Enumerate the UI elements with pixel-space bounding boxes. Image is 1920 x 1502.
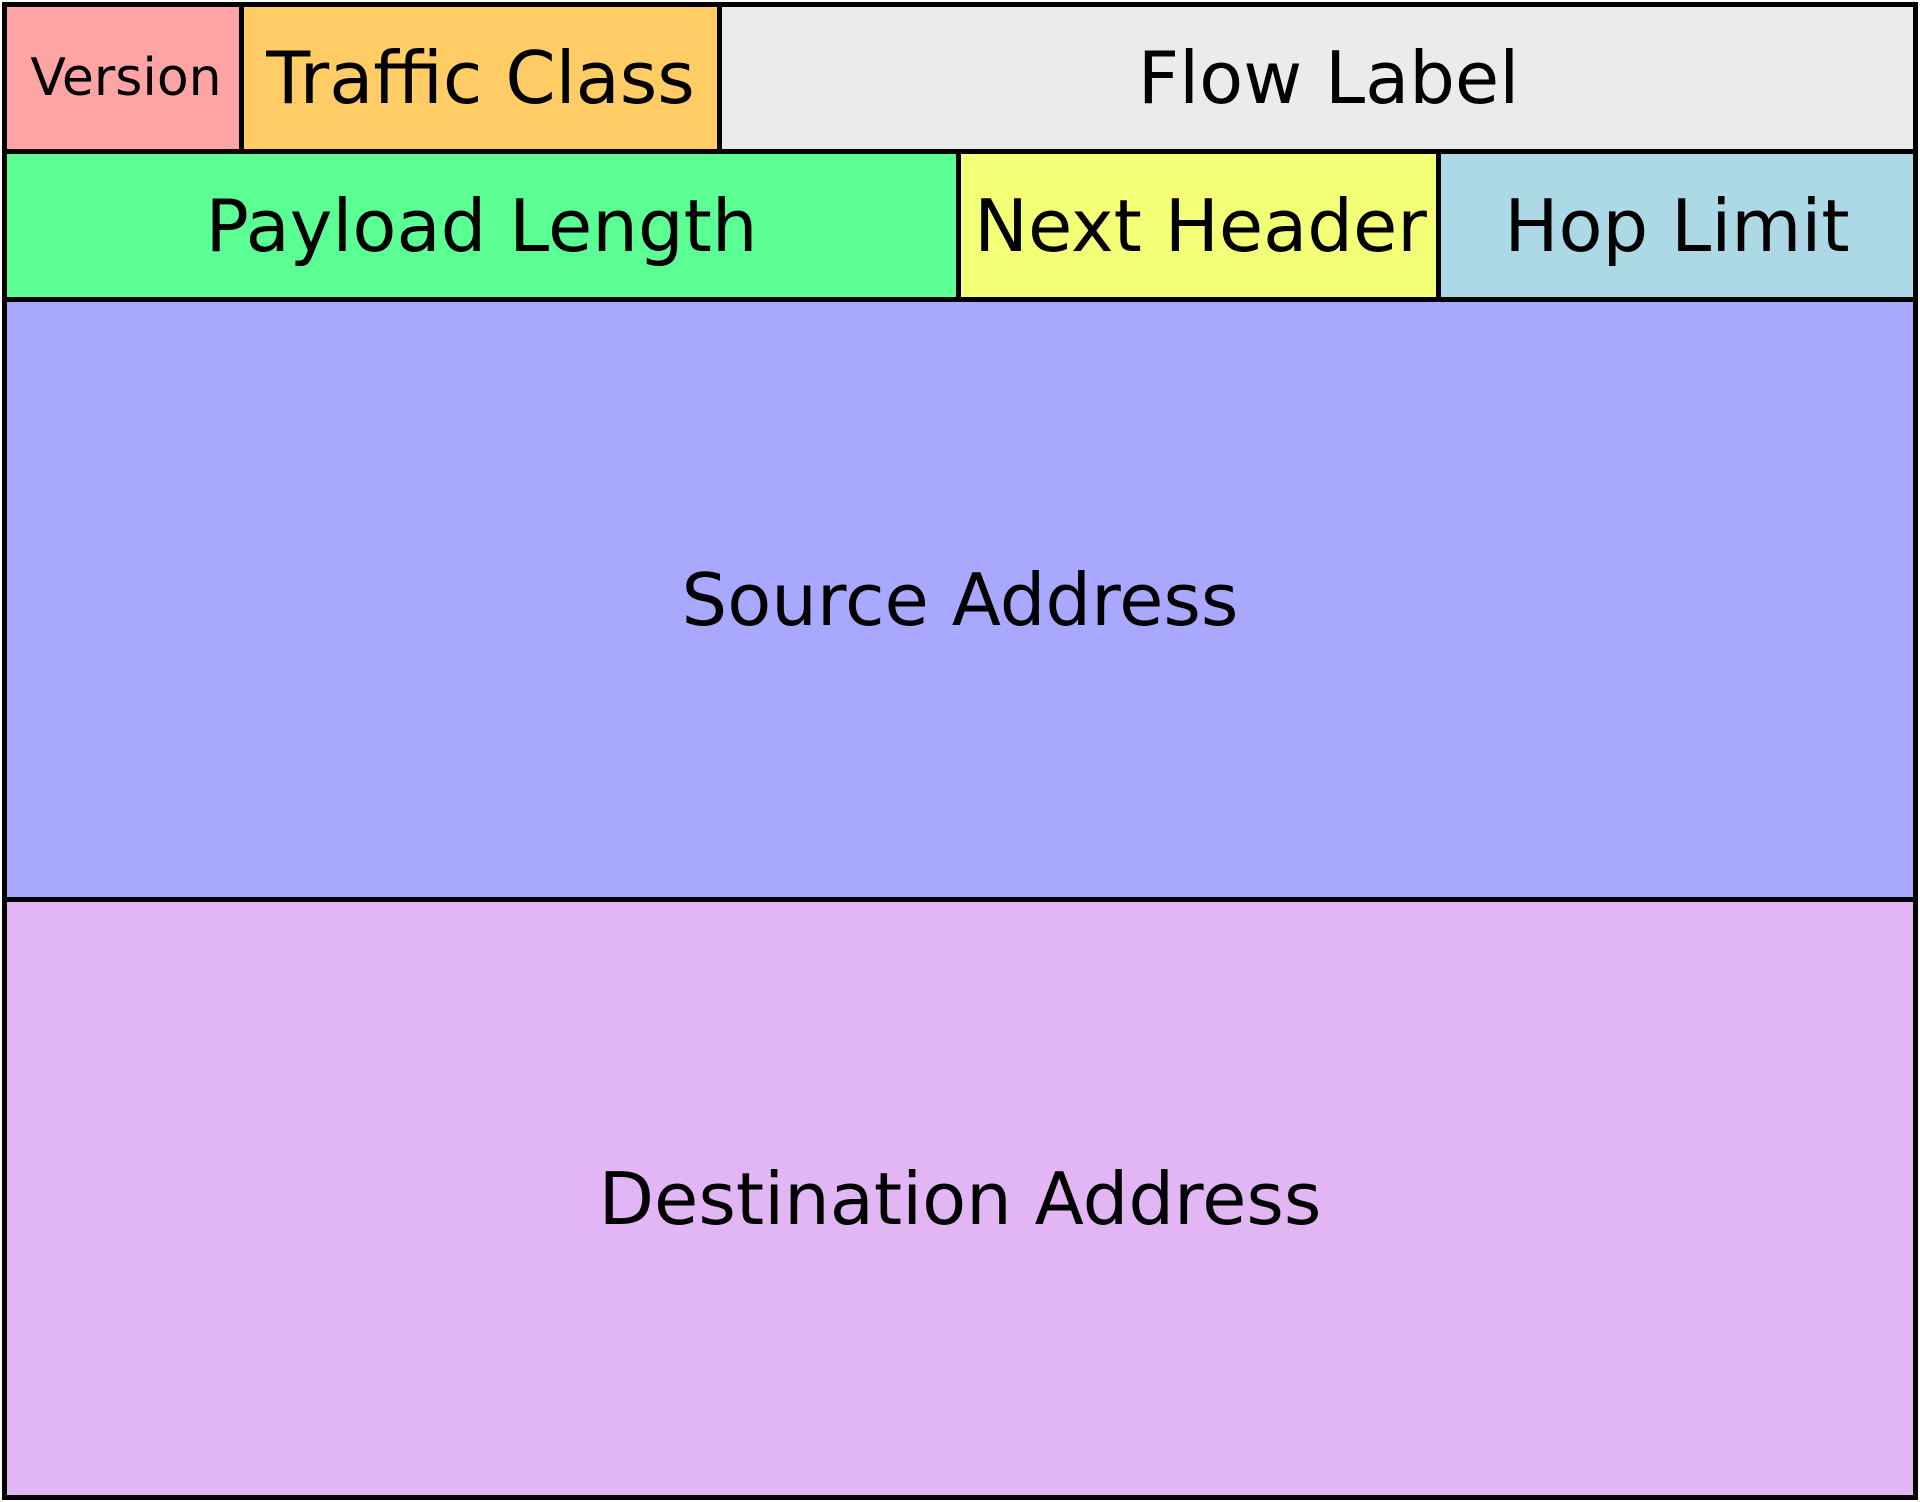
flow-label-field: Flow Label	[717, 2, 1918, 154]
next-header-field: Next Header	[956, 149, 1441, 302]
destination-address-label: Destination Address	[598, 1156, 1322, 1241]
source-address-field: Source Address	[2, 297, 1918, 902]
version-field: Version	[2, 2, 244, 154]
traffic-class-field: Traffic Class	[239, 2, 722, 154]
hop-limit-label: Hop Limit	[1504, 183, 1850, 268]
version-label: Version	[30, 48, 222, 108]
source-address-label: Source Address	[681, 557, 1239, 642]
traffic-class-label: Traffic Class	[266, 36, 695, 120]
destination-address-field: Destination Address	[2, 897, 1918, 1500]
flow-label-label: Flow Label	[1137, 36, 1520, 120]
next-header-label: Next Header	[974, 183, 1427, 268]
payload-length-label: Payload Length	[205, 183, 758, 268]
hop-limit-field: Hop Limit	[1436, 149, 1918, 302]
payload-length-field: Payload Length	[2, 149, 961, 302]
